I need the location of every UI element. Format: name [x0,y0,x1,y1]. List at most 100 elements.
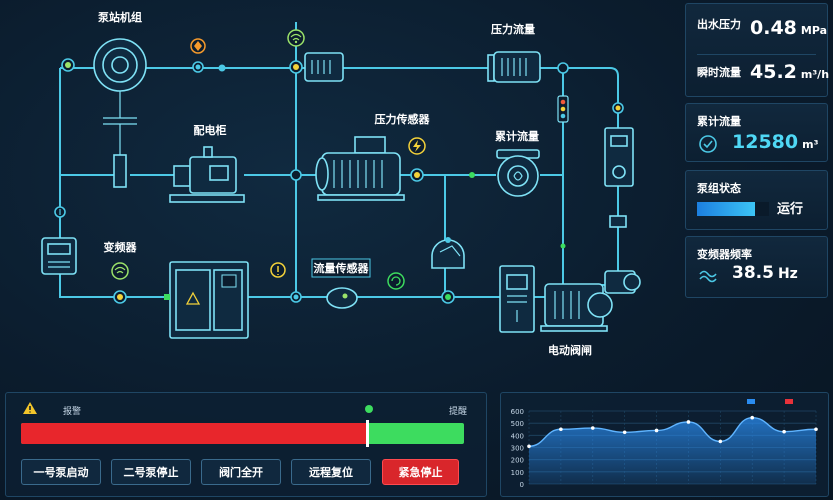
valve-control-box[interactable] [499,265,535,333]
remote-reset-button[interactable]: 远程复位 [291,459,371,485]
pump-station-unit[interactable] [93,38,147,188]
data-point [654,428,659,433]
instant-flow-unit: m³/h [800,68,830,81]
y-tick-label: 0 [520,481,524,489]
data-point [590,426,595,430]
outlet-pressure-label: 出水压力 [697,18,741,31]
distribution-cabinet-label: 配电柜 [194,123,227,137]
sensor-node-yellow[interactable] [289,60,303,74]
flow-sensor-label-box [311,258,371,278]
inverter-frequency-number: 38.5 [732,263,774,283]
outlet-pressure-number: 0.48 [750,17,797,39]
cumulative-flow-card-label: 累计流量 [697,115,741,128]
reminder-label: 提醒 [449,407,468,417]
pressure-alert-icon[interactable] [190,38,206,54]
valve-open-button[interactable]: 阀门全开 [201,459,281,485]
trend-chart: 600 500 400 300 200 100 0 [511,399,818,489]
pump-status-label: 泵组状态 [697,182,741,195]
sensor-node-blue-2[interactable] [218,64,226,72]
inverter-wifi-icon[interactable] [111,262,129,280]
pressure-flow-label: 压力流量 [491,22,535,36]
alarm-level-bar[interactable] [21,420,464,447]
y-tick-label: 600 [511,408,524,416]
data-point [814,427,818,432]
check-circle-icon [699,135,717,153]
status-light-icon [557,95,569,123]
cumulative-flow-meter[interactable] [496,149,540,197]
left-control-box[interactable] [41,237,77,275]
instant-flow-number: 45.2 [750,61,797,83]
data-point [782,429,786,434]
right-valve-assembly[interactable] [604,102,641,294]
sensor-node-green[interactable] [61,58,75,72]
alarm-label: 报警 [63,407,82,417]
electric-valve-label: 电动阀闸 [548,343,592,357]
card-divider [697,54,816,55]
y-tick-label: 500 [511,420,524,428]
wave-icon [699,270,717,283]
flow-sensor-label: 流量传感器 [314,261,370,275]
outlet-pressure-unit: MPa [800,24,828,37]
flow-sensor[interactable] [326,287,358,309]
emergency-stop-button[interactable]: 紧急停止 [382,459,459,485]
cumulative-flow-unit: m³ [802,138,819,151]
left-pipe-node[interactable] [54,206,66,218]
pressure-flow-pump[interactable] [487,51,569,83]
inverter-label: 变频器 [104,240,138,254]
instant-flow-label: 瞬时流量 [697,66,741,79]
pressure-dome-sensor[interactable] [431,237,465,269]
cumulative-flow-number: 12580 [732,131,799,153]
cabinet-sensor-icon[interactable] [270,262,286,278]
data-point [718,439,723,444]
inverter-node[interactable] [113,290,127,304]
refresh-icon[interactable] [387,272,405,290]
right-pipe-dot [560,243,566,249]
pump1-start-button[interactable]: 一号泵启动 [21,459,101,485]
inverter-cabinet[interactable] [164,261,249,339]
data-point [686,420,691,424]
top-motor[interactable] [304,52,344,82]
outlet-node[interactable] [441,290,455,304]
pump2-stop-button[interactable]: 二号泵停止 [111,459,191,485]
flow-status-dot [469,172,475,178]
y-tick-label: 200 [511,457,524,465]
alarm-level-handle[interactable] [365,420,369,447]
pump-status-bar-fill [697,202,755,216]
pump-status-bar-track [697,202,769,216]
pump-station-label: 泵站机组 [98,10,142,24]
wifi-signal-icon[interactable] [287,29,305,47]
y-tick-label: 400 [511,432,524,440]
data-point [622,430,627,435]
sensor-node-blue[interactable] [192,61,204,73]
lightning-icon[interactable] [408,137,426,155]
y-tick-label: 300 [511,445,524,453]
alarm-threshold-dot [365,405,373,413]
pump-status-card: 泵组状态 运行 [685,170,828,230]
warning-icon [23,402,37,414]
distribution-cabinet-motor[interactable] [169,146,245,203]
main-motor[interactable] [315,136,405,201]
data-point [750,415,755,420]
data-point [527,444,531,449]
inverter-frequency-label: 变频器频率 [697,248,752,261]
pressure-sensor-node[interactable] [410,168,424,182]
bottom-junction-node[interactable] [290,291,302,303]
series-area [529,417,816,484]
pump-status-value: 运行 [777,202,804,217]
control-panel: 报警 提醒 一号泵启动 二号泵停止 阀门全开 远程复位 紧急停止 [5,392,487,497]
cumulative-flow-label: 累计流量 [495,129,539,143]
inverter-frequency-unit: Hz [777,266,798,282]
trend-chart-panel: 600 500 400 300 200 100 0 [500,392,829,497]
junction-node [290,169,302,181]
legend-swatch [747,399,755,404]
pump-station-schematic: 泵站机组 压力流量 [41,10,641,357]
y-tick-label: 100 [511,469,524,477]
electric-valve-pump[interactable] [540,283,613,332]
